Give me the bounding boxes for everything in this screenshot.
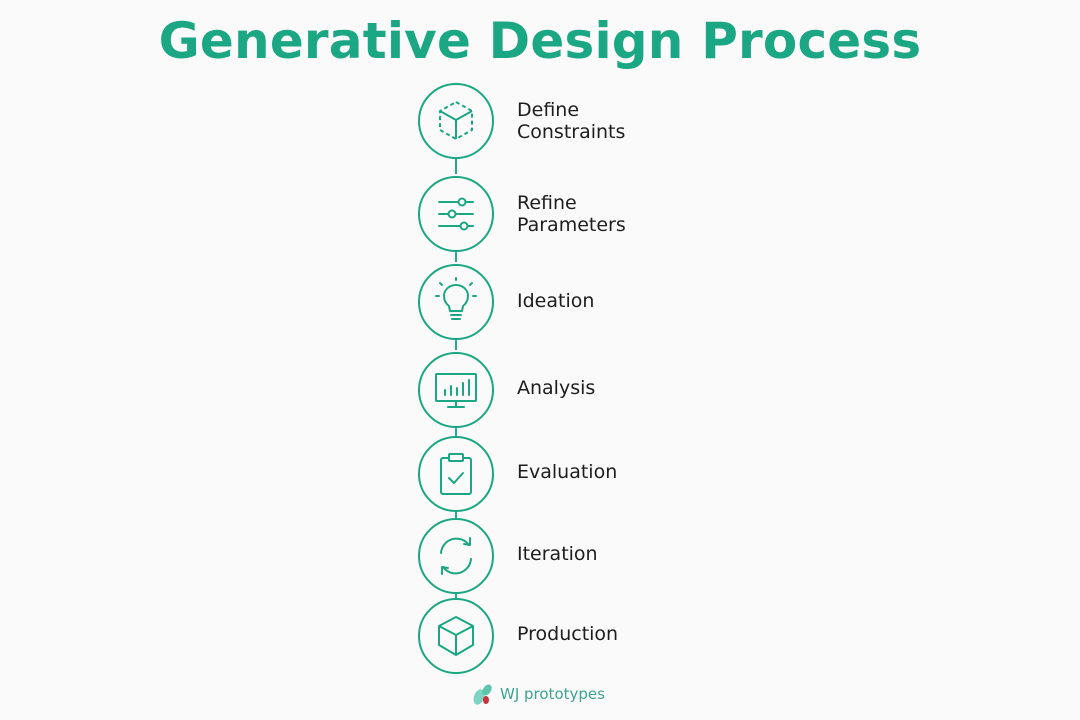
connector-line [455, 510, 457, 518]
step-circle [418, 176, 494, 252]
step-label: Define Constraints [517, 99, 626, 143]
step-circle [418, 352, 494, 428]
lightbulb-icon [435, 277, 477, 320]
step-label: Ideation [517, 290, 595, 312]
step-label: Refine Parameters [517, 192, 626, 236]
connector-line [455, 426, 457, 436]
connector-line [455, 250, 457, 262]
step-label: Evaluation [517, 461, 618, 483]
connector-line [455, 338, 457, 350]
step-label: Iteration [517, 543, 598, 565]
step-circle [418, 264, 494, 340]
step-circle [418, 598, 494, 674]
logo-text: WJ prototypes [500, 685, 605, 703]
monitor-chart-icon [435, 373, 477, 408]
step-label: Analysis [517, 377, 596, 399]
brand-logo: WJ prototypes [470, 680, 605, 708]
step-label: Production [517, 623, 619, 645]
clipboard-check-icon [440, 453, 472, 495]
connector-line [455, 158, 457, 174]
sliders-icon [438, 197, 474, 231]
cycle-arrows-icon [440, 537, 472, 575]
page-title: Generative Design Process [158, 12, 922, 70]
leaf-logo-icon [473, 684, 492, 705]
dashed-cube-icon [439, 101, 473, 140]
cube-icon [438, 616, 474, 656]
step-circle [418, 518, 494, 594]
connector-line [455, 592, 457, 600]
step-circle [418, 83, 494, 159]
step-circle [418, 436, 494, 512]
